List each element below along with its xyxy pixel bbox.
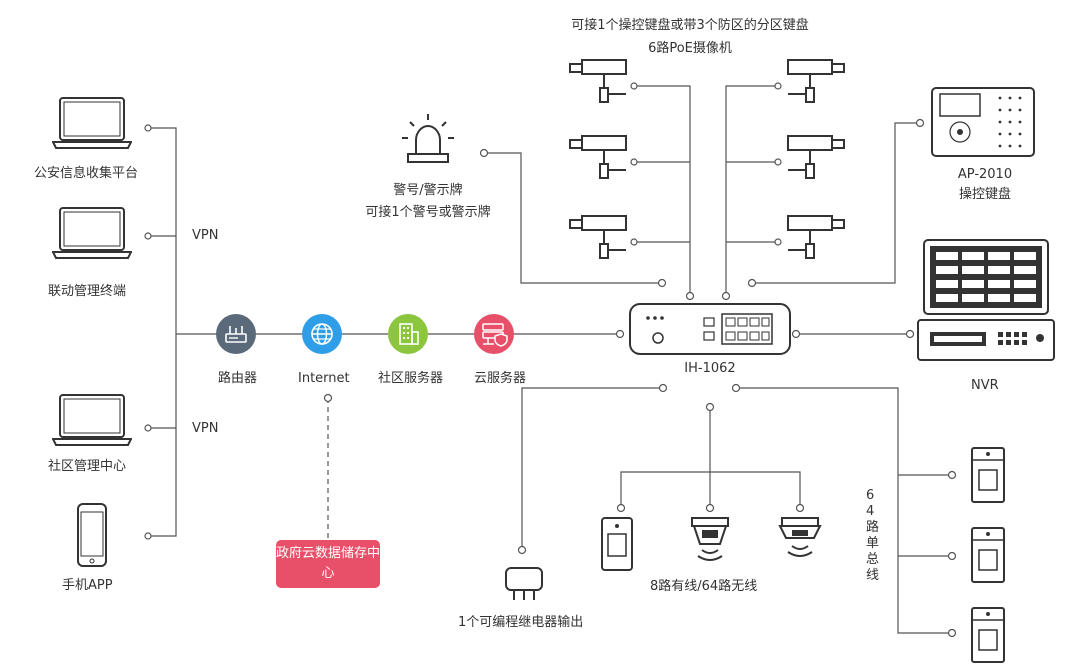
detectors-label: 8路有线/64路无线 [650,579,758,594]
bus-sensor-icon [971,527,1005,583]
internet-node [302,314,342,354]
laptop-icon [52,207,132,259]
nvr-icon [917,239,1055,361]
router-icon [225,326,247,343]
cloud-server-label: 云服务器 [474,371,527,386]
poe-camera-icon [569,135,627,179]
laptop-icon [52,97,132,149]
camera-note: 6路PoE摄像机 [648,41,732,56]
client-label-linkage: 联动管理终端 [48,284,127,299]
vpn-label-bottom: VPN [192,421,219,436]
poe-camera-icon [787,135,845,179]
globe-icon [311,323,333,345]
vpn-label-top: VPN [192,228,219,243]
bus-label: 64路单总线 [866,488,880,583]
poe-camera-icon [787,59,845,103]
client-label-community-center: 社区管理中心 [48,459,127,474]
relay-label: 1个可编程继电器输出 [458,615,584,630]
bus-sensor-icon [971,607,1005,663]
hub-model-label: IH-1062 [684,361,736,376]
router-label: 路由器 [218,371,258,386]
keyboard-note: 可接1个操控键盘或带3个防区的分区键盘 [571,18,809,33]
cloud-server-node [474,314,514,354]
heat-detector-icon [778,517,822,557]
poe-camera-icon [569,59,627,103]
gov-cloud-storage-box: 政府云数据储存中心 [276,540,380,588]
keypad-icon [931,87,1035,157]
bus-sensor-icon [971,447,1005,503]
smoke-detector-icon [691,517,729,561]
community-server-label: 社区服务器 [378,371,444,386]
keypad-name: 操控键盘 [958,187,1011,202]
building-icon [399,323,419,345]
internet-label: Internet [298,371,350,386]
hub-device-icon [629,303,791,355]
door-sensor-icon [601,517,633,571]
poe-camera-icon [787,215,845,259]
alarm-siren-icon [402,114,454,163]
nvr-label: NVR [971,378,999,393]
laptop-icon [52,394,132,446]
relay-icon [505,567,543,600]
community-server-node [388,314,428,354]
smartphone-icon [77,503,107,567]
server-shield-icon [482,323,508,347]
router-node [216,314,256,354]
keypad-model: AP-2010 [957,167,1013,182]
client-label-police: 公安信息收集平台 [34,166,139,181]
alarm-note: 可接1个警号或警示牌 [365,205,491,220]
client-label-mobile-app: 手机APP [62,578,113,593]
poe-camera-icon [569,215,627,259]
alarm-label: 警号/警示牌 [393,183,463,198]
